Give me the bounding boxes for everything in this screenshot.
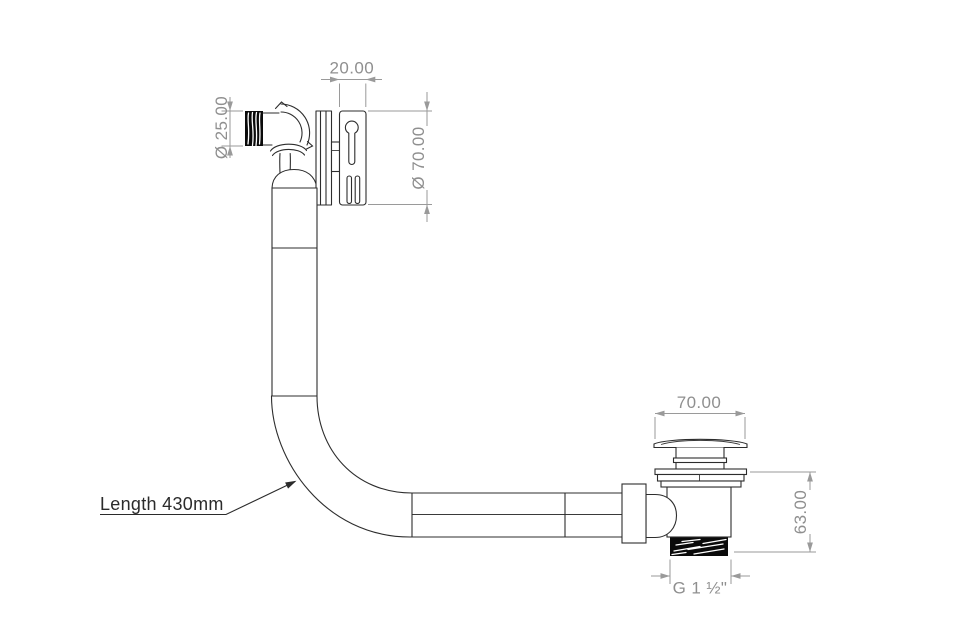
leader-line	[100, 481, 296, 516]
collar-fill	[270, 144, 307, 156]
stem-rib	[672, 457, 728, 464]
plate-hub	[330, 141, 341, 173]
neck-fill	[279, 153, 291, 174]
elbow-outer-arc	[280, 103, 311, 146]
thread-highlight	[258, 112, 261, 145]
arrowhead	[655, 410, 665, 417]
extension-lines	[368, 110, 432, 205]
dim-text-cap-diameter: 70.00	[677, 393, 722, 412]
extension-lines	[221, 110, 243, 147]
extension-lines	[339, 83, 367, 107]
arrowhead	[365, 76, 376, 83]
dimension-overflow-face-diameter: Ø 70.00	[368, 92, 432, 222]
thread-highlights	[671, 538, 727, 556]
dim-text-waste-thread: G 1 ½"	[673, 579, 728, 598]
keyhole-slot	[344, 120, 359, 165]
dimension-waste-height: 63.00	[734, 471, 816, 553]
elbow-body-fill	[263, 102, 313, 153]
waste-cap-inner-arc	[660, 439, 741, 445]
dimension-overflow-width: 20.00	[321, 59, 382, 107]
collar-upper-arc	[269, 143, 308, 152]
wall-plate-edges	[315, 110, 333, 206]
arrowhead	[660, 573, 670, 579]
collar-lower-arc	[271, 148, 306, 157]
bend-inner-arc	[316, 395, 413, 494]
arrowhead	[424, 101, 430, 111]
overflow-slit-left	[346, 175, 353, 205]
arrowhead	[330, 76, 340, 83]
thread-highlight	[247, 112, 250, 145]
connector-collar	[621, 483, 647, 544]
dim-text-face-diameter: Ø 70.00	[409, 126, 428, 189]
overflow-filler-head	[245, 101, 367, 206]
shoulder-arc	[271, 168, 318, 189]
inlet-thread	[245, 111, 263, 146]
thread-highlight	[255, 111, 258, 147]
dim-text-inlet-diameter: Ø 25.00	[212, 96, 231, 159]
overflow-slit-right	[354, 175, 361, 205]
arrowhead	[227, 146, 233, 156]
flange-bottom	[660, 480, 742, 488]
bend-outer-arc	[270, 395, 411, 538]
length-label: Length 430mm	[100, 494, 224, 514]
elbow-inner-arc	[280, 111, 303, 143]
arrowhead	[227, 101, 233, 111]
arrowhead	[735, 410, 745, 417]
dim-text-overflow-width: 20.00	[330, 59, 375, 78]
elbow-side-tab	[304, 140, 314, 151]
thread-highlight	[251, 111, 254, 147]
flange-mid	[656, 473, 745, 482]
arrowhead	[731, 573, 741, 579]
arrowhead	[807, 472, 813, 482]
waste-body	[666, 486, 732, 538]
flange-top	[654, 468, 748, 476]
dimension-inlet-diameter: Ø 25.00	[212, 96, 243, 159]
overflow-pipe	[270, 187, 630, 538]
dimension-waste-cap-diameter: 70.00	[654, 393, 746, 439]
dimension-waste-thread: G 1 ½"	[651, 559, 750, 598]
shoulder-fill	[272, 169, 317, 188]
length-callout: Length 430mm	[100, 480, 297, 516]
spigot-dome	[645, 493, 678, 539]
extension-lines	[734, 471, 816, 553]
elbow-top-tab	[274, 101, 288, 110]
pipe-fill	[272, 188, 630, 537]
leader-arrowhead	[285, 480, 297, 489]
dim-text-waste-height: 63.00	[791, 490, 810, 535]
arrowhead	[807, 542, 813, 552]
pop-up-waste	[621, 438, 748, 556]
wall-plate-fill	[316, 111, 332, 205]
extension-lines	[654, 417, 746, 439]
arrowhead	[424, 204, 430, 214]
extension-lines	[669, 559, 732, 584]
